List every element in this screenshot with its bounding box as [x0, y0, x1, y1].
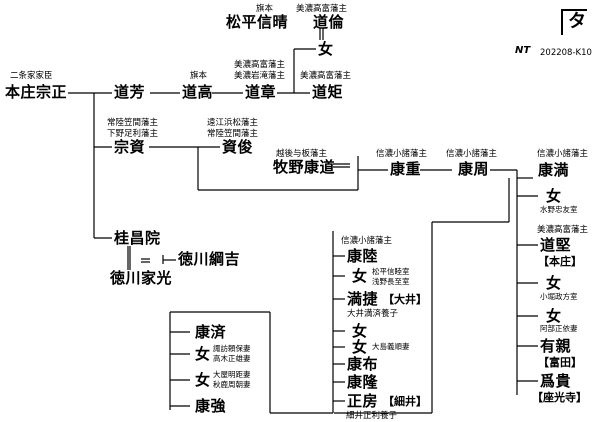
michikata: 道堅 [540, 236, 572, 254]
col-c-onna-3: 女 [546, 307, 562, 325]
yasunari: 康済 [195, 323, 227, 341]
yasushige: 康重 [390, 160, 422, 178]
munesuke-note-1: 常陸笠間藩主 [107, 118, 159, 128]
tametaka: 爲貴 [540, 372, 572, 390]
michiaki-note-2: 美濃岩滝藩主 [234, 71, 286, 81]
col-c-onna-2: 女 [546, 274, 562, 292]
michikata-bracket: 【本庄】 [538, 255, 582, 268]
col-a-onna-1-note-1: 松平信睦室 [372, 267, 410, 276]
michisada: 道矩 [312, 83, 344, 101]
logo-frame [561, 9, 587, 35]
matsudaira-nobuharu: 松平信晴 [226, 13, 289, 31]
tametaka-bracket: 【座光寺】 [532, 391, 587, 404]
masafusa-note: 細井正利養子 [346, 411, 398, 421]
makino-yasumichi-note: 越後与板藩主 [276, 149, 328, 159]
col-b-onna-2-note-1: 大屋明距妻 [213, 370, 251, 379]
michitsune-note: 美濃高富藩主 [296, 4, 348, 14]
col-b-onna-1-note-2: 高木正雄妻 [213, 354, 251, 363]
col-a-onna-3: 女 [352, 338, 368, 356]
michiyoshi: 道芳 [114, 83, 146, 101]
arichika: 有親 [540, 337, 572, 355]
yasutaka: 康陸 [347, 247, 379, 265]
col-c-onna-1-note: 水野忠友室 [540, 205, 578, 214]
mitsutoshi-note: 大井満済養子 [347, 309, 399, 319]
michitsune: 道倫 [313, 13, 345, 31]
onna-top: 女 [318, 40, 334, 58]
col-a-onna-3-note: 大島義順妻 [372, 342, 410, 351]
michikata-note: 美濃高富藩主 [537, 225, 589, 235]
matsudaira-nobuharu-note: 旗本 [256, 4, 274, 14]
munesuke-note-2: 下野足利藩主 [107, 129, 159, 139]
yasuchika: 康周 [458, 160, 490, 178]
tokugawa-tsunayoshi: 徳川綱吉 [178, 250, 241, 268]
col-a-onna-2: 女 [352, 322, 368, 340]
col-a-onna-1: 女 [352, 267, 368, 285]
col-a-onna-1-note-2: 浅野長至室 [372, 277, 410, 286]
col-b-onna-1: 女 [195, 345, 211, 363]
munesuke: 宗資 [114, 138, 146, 156]
michitaka: 道高 [182, 83, 214, 101]
col-c-onna-1: 女 [546, 187, 562, 205]
suketoshi: 資俊 [222, 138, 254, 156]
yasutaka-note: 信濃小諸藩主 [341, 236, 393, 246]
arichika-bracket: 【富田】 [538, 356, 582, 369]
michiaki: 道章 [245, 83, 277, 101]
yasumitsu-note: 信濃小諸藩主 [537, 149, 589, 159]
michiaki-note-1: 美濃高富藩主 [234, 60, 286, 70]
yasushige-note: 信濃小諸藩主 [376, 149, 428, 159]
col-b-onna-2: 女 [195, 371, 211, 389]
yasuchika-note: 信濃小諸藩主 [446, 149, 498, 159]
logo-mark: タ [568, 11, 586, 32]
michisada-note: 美濃高富藩主 [300, 71, 352, 81]
masafusa-bracket: 【細井】 [383, 395, 427, 408]
masafusa: 正房 [347, 392, 379, 410]
mitsutoshi: 満捷 [347, 290, 379, 308]
suketoshi-note-2: 常陸笠間藩主 [207, 129, 259, 139]
col-c-onna-2-note: 小堀政方室 [540, 292, 578, 301]
col-c-onna-3-note: 阿部正依妻 [540, 324, 578, 333]
honjo-munemasa: 本庄宗正 [5, 83, 68, 101]
col-b-onna-2-note-2: 秋鹿周朝妻 [213, 380, 251, 389]
mitsutoshi-bracket: 【大井】 [383, 293, 427, 306]
yasutaka-2: 康隆 [347, 373, 379, 391]
yasunobu: 康布 [347, 355, 379, 373]
tokugawa-iemitsu: 徳川家光 [110, 269, 173, 287]
makino-yasumichi: 牧野康道 [273, 158, 336, 176]
col-b-onna-1-note-1: 諏訪頼保妻 [213, 344, 251, 353]
keishoin: 桂昌院 [114, 229, 161, 247]
yasutsuyo: 康強 [195, 397, 227, 415]
suketoshi-note-1: 遠江浜松藩主 [207, 118, 259, 128]
yasumitsu: 康満 [538, 161, 570, 179]
document-code: 202208-K10 [540, 48, 592, 58]
author-signature: NT [515, 45, 531, 56]
honjo-munemasa-note: 二条家家臣 [10, 71, 53, 81]
michitaka-note: 旗本 [190, 71, 208, 81]
